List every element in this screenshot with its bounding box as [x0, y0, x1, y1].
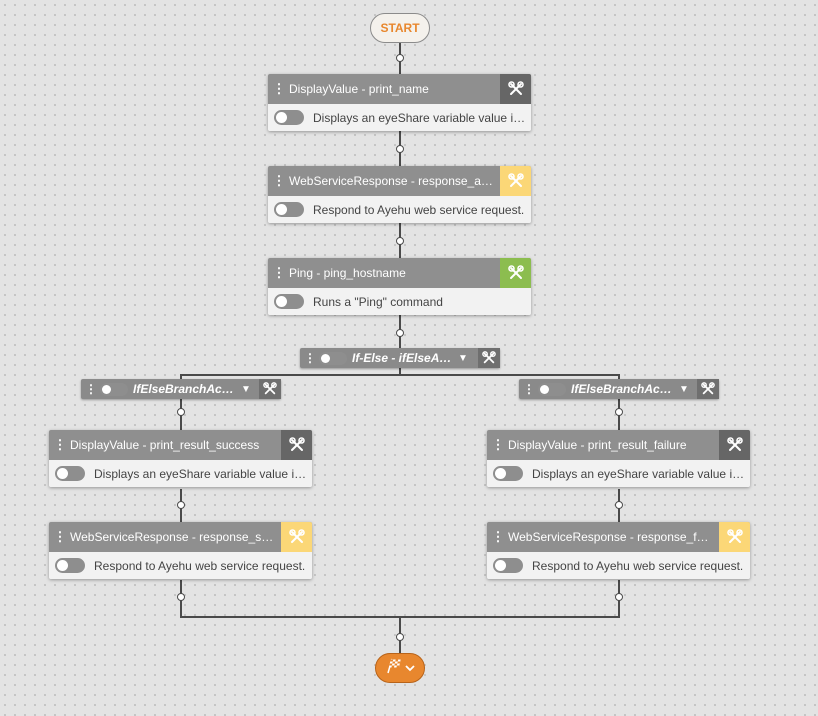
activity-node-print-result-failure[interactable]: ⋮ DisplayValue - print_result_failure Di…: [487, 430, 750, 487]
node-title: DisplayValue - print_name: [289, 82, 429, 96]
wrench-screwdriver-icon[interactable]: [500, 258, 531, 288]
ifelse-label: If-Else - ifElseAction: [352, 351, 452, 365]
drag-grip-icon[interactable]: ⋮: [491, 529, 505, 544]
node-toggle[interactable]: [493, 466, 523, 481]
end-node[interactable]: [375, 653, 425, 683]
node-title: DisplayValue - print_result_failure: [508, 438, 687, 452]
connector-dot[interactable]: [396, 329, 404, 337]
activity-node-ping[interactable]: ⋮ Ping - ping_hostname Runs a "Ping" com…: [268, 258, 531, 315]
node-header[interactable]: ⋮ DisplayValue - print_name: [268, 74, 531, 104]
ifelse-bar[interactable]: ⋮ If-Else - ifElseAction ▼: [300, 348, 500, 368]
activity-node-response-as[interactable]: ⋮ WebServiceResponse - response_as_reque…: [268, 166, 531, 223]
checkered-flag-icon: [385, 658, 403, 679]
activity-node-print-name[interactable]: ⋮ DisplayValue - print_name Displays an …: [268, 74, 531, 131]
connector-dot[interactable]: [396, 54, 404, 62]
wrench-screwdriver-icon[interactable]: [719, 430, 750, 460]
node-toggle[interactable]: [274, 294, 304, 309]
branch-label: IfElseBranchAction: [133, 382, 235, 396]
connector: [618, 374, 620, 380]
wrench-screwdriver-icon[interactable]: [500, 166, 531, 196]
connector-dot[interactable]: [615, 501, 623, 509]
node-title: DisplayValue - print_result_success: [70, 438, 260, 452]
node-toggle[interactable]: [55, 558, 85, 573]
connector-dot[interactable]: [396, 237, 404, 245]
node-description: Runs a "Ping" command: [313, 294, 443, 309]
start-node[interactable]: START: [370, 13, 430, 43]
node-description: Respond to Ayehu web service request.: [532, 558, 744, 573]
chevron-down-icon[interactable]: ▼: [458, 352, 468, 364]
wrench-screwdriver-icon[interactable]: [259, 379, 281, 399]
node-header[interactable]: ⋮ WebServiceResponse - response_as_reque…: [268, 166, 531, 196]
node-header[interactable]: ⋮ WebServiceResponse - response_success: [49, 522, 312, 552]
connector-dot[interactable]: [177, 593, 185, 601]
branch-bar-right[interactable]: ⋮ IfElseBranchAction ▼: [519, 379, 719, 399]
node-toggle[interactable]: [274, 110, 304, 125]
drag-grip-icon[interactable]: ⋮: [53, 437, 67, 452]
drag-grip-icon[interactable]: ⋮: [85, 382, 97, 396]
node-title: WebServiceResponse - response_success: [70, 530, 275, 544]
node-body: Respond to Ayehu web service request.: [487, 552, 750, 579]
drag-grip-icon[interactable]: ⋮: [272, 265, 286, 280]
connector-dot[interactable]: [177, 408, 185, 416]
connector: [180, 374, 182, 380]
node-toggle[interactable]: [55, 466, 85, 481]
drag-grip-icon[interactable]: ⋮: [491, 437, 505, 452]
branch-bar-left[interactable]: ⋮ IfElseBranchAction ▼: [81, 379, 281, 399]
wrench-screwdriver-icon[interactable]: [500, 74, 531, 104]
wrench-screwdriver-icon[interactable]: [281, 430, 312, 460]
node-title: Ping - ping_hostname: [289, 266, 406, 280]
drag-grip-icon[interactable]: ⋮: [304, 351, 316, 365]
activity-node-print-result-success[interactable]: ⋮ DisplayValue - print_result_success Di…: [49, 430, 312, 487]
node-body: Respond to Ayehu web service request.: [49, 552, 312, 579]
node-title: WebServiceResponse - response_failure: [508, 530, 713, 544]
branch-label: IfElseBranchAction: [571, 382, 673, 396]
chevron-down-icon[interactable]: ▼: [679, 383, 689, 395]
node-body: Displays an eyeShare variable value in t…: [268, 104, 531, 131]
connector-dot[interactable]: [177, 501, 185, 509]
node-body: Displays an eyeShare variable value in t…: [487, 460, 750, 487]
drag-grip-icon[interactable]: ⋮: [53, 529, 67, 544]
wrench-screwdriver-icon[interactable]: [281, 522, 312, 552]
wrench-screwdriver-icon[interactable]: [719, 522, 750, 552]
activity-node-response-failure[interactable]: ⋮ WebServiceResponse - response_failure …: [487, 522, 750, 579]
wrench-screwdriver-icon[interactable]: [697, 379, 719, 399]
activity-node-response-success[interactable]: ⋮ WebServiceResponse - response_success …: [49, 522, 312, 579]
drag-grip-icon[interactable]: ⋮: [272, 81, 286, 96]
wrench-screwdriver-icon[interactable]: [478, 348, 500, 368]
chevron-down-icon[interactable]: ▼: [241, 383, 251, 395]
node-header[interactable]: ⋮ DisplayValue - print_result_success: [49, 430, 312, 460]
connector-dot[interactable]: [615, 593, 623, 601]
node-toggle[interactable]: [493, 558, 523, 573]
chevron-down-icon[interactable]: [405, 662, 415, 674]
node-body: Respond to Ayehu web service request.: [268, 196, 531, 223]
node-title: WebServiceResponse - response_as_request…: [289, 174, 494, 188]
ifelse-toggle[interactable]: [319, 351, 347, 365]
branch-toggle[interactable]: [538, 382, 566, 396]
node-header[interactable]: ⋮ WebServiceResponse - response_failure: [487, 522, 750, 552]
connector: [399, 367, 401, 375]
drag-grip-icon[interactable]: ⋮: [523, 382, 535, 396]
start-label: START: [380, 21, 420, 35]
connector-dot[interactable]: [615, 408, 623, 416]
node-toggle[interactable]: [274, 202, 304, 217]
node-description: Respond to Ayehu web service request.: [94, 558, 306, 573]
node-description: Respond to Ayehu web service request.: [313, 202, 525, 217]
node-description: Displays an eyeShare variable value in t…: [313, 110, 528, 125]
node-body: Displays an eyeShare variable value in t…: [49, 460, 312, 487]
connector-dot[interactable]: [396, 145, 404, 153]
connector-dot[interactable]: [396, 633, 404, 641]
node-description: Displays an eyeShare variable value in t…: [532, 466, 747, 481]
node-header[interactable]: ⋮ Ping - ping_hostname: [268, 258, 531, 288]
node-description: Displays an eyeShare variable value in t…: [94, 466, 309, 481]
node-body: Runs a "Ping" command: [268, 288, 531, 315]
connector: [180, 374, 620, 376]
drag-grip-icon[interactable]: ⋮: [272, 173, 286, 188]
node-header[interactable]: ⋮ DisplayValue - print_result_failure: [487, 430, 750, 460]
branch-toggle[interactable]: [100, 382, 128, 396]
